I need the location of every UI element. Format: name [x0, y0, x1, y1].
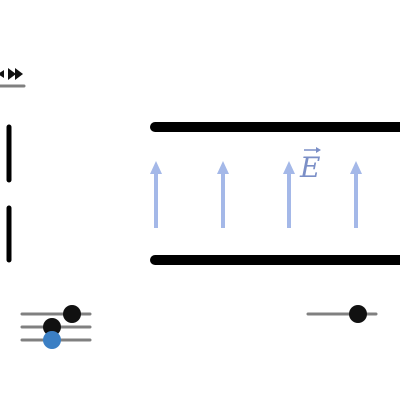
field-label-text: E	[299, 151, 320, 184]
field-arrow	[283, 161, 295, 228]
vector-arrow-icon	[304, 147, 321, 153]
slider-knob[interactable]	[63, 305, 81, 323]
playback-controls[interactable]	[0, 68, 26, 88]
slider-knob[interactable]	[349, 305, 367, 323]
field-arrow	[217, 161, 229, 228]
field-arrow	[350, 161, 362, 228]
slider-stack[interactable]	[20, 305, 92, 349]
step-back-icon[interactable]	[0, 70, 4, 78]
field-arrow	[150, 161, 162, 228]
field-arrows	[150, 161, 362, 228]
slider-knob-active[interactable]	[43, 331, 61, 349]
slider-knob[interactable]	[43, 318, 61, 336]
field-label: E	[299, 147, 321, 184]
right-slider[interactable]	[306, 305, 378, 323]
fast-forward-icon[interactable]	[8, 68, 23, 80]
